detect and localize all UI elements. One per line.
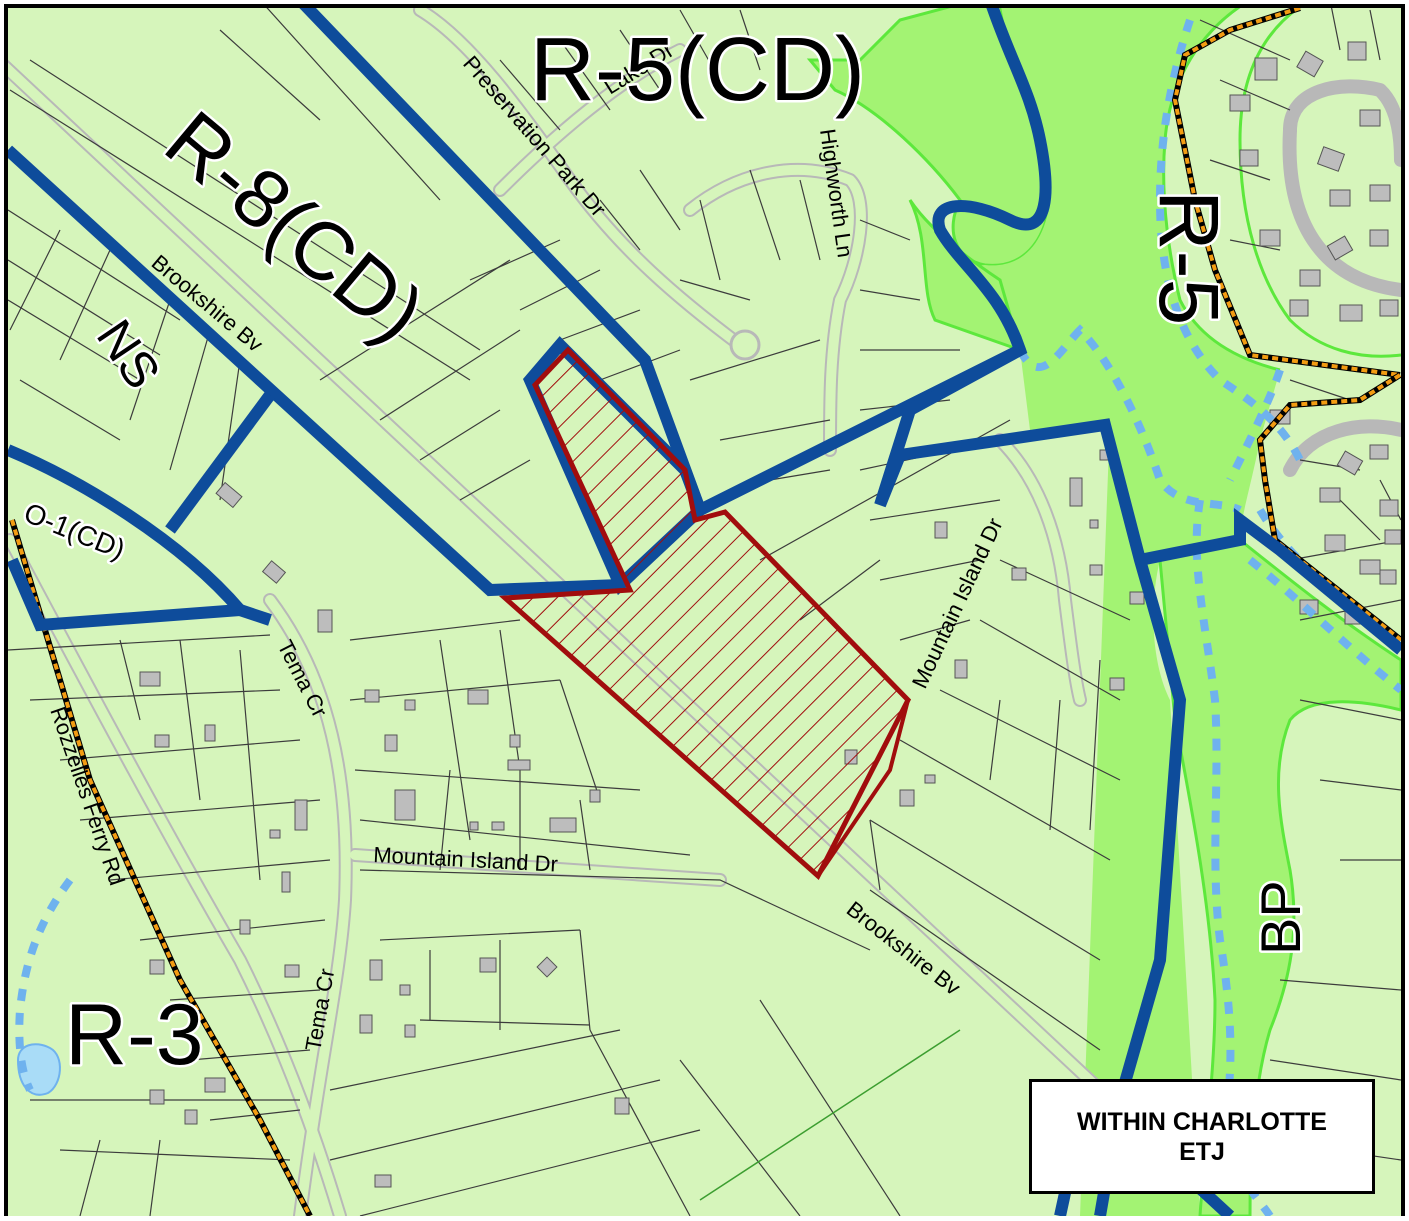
map-border: [4, 4, 1405, 1221]
etj-notice-line2: ETJ: [1179, 1137, 1225, 1166]
zone-label-r5cd: R-5(CD): [530, 20, 865, 120]
etj-notice-box: WITHIN CHARLOTTE ETJ: [1029, 1079, 1375, 1194]
subject-parcel-inner: [816, 699, 910, 878]
utility-line: [699, 1029, 961, 1201]
floodplain-area: [1158, 538, 1401, 1216]
floodplain-edge: [1162, 8, 1281, 372]
zone-label-r3: R-3: [65, 987, 204, 1083]
zoning-boundaries: [8, 8, 1401, 1216]
zone-label-bp: BP: [1249, 880, 1312, 955]
building-footprints: [139, 41, 1401, 1188]
road-network-inner: [8, 8, 1105, 1216]
subject-parcel[interactable]: [498, 346, 912, 881]
zone-label-r5: R-5: [1142, 190, 1236, 325]
floodway-lines: [15, 18, 1401, 1216]
etj-notice-line1: WITHIN CHARLOTTE: [1077, 1107, 1327, 1136]
floodplain-area: [977, 8, 1280, 1216]
floodplain-edge: [1238, 8, 1401, 358]
cul-de-sac: [729, 329, 761, 361]
